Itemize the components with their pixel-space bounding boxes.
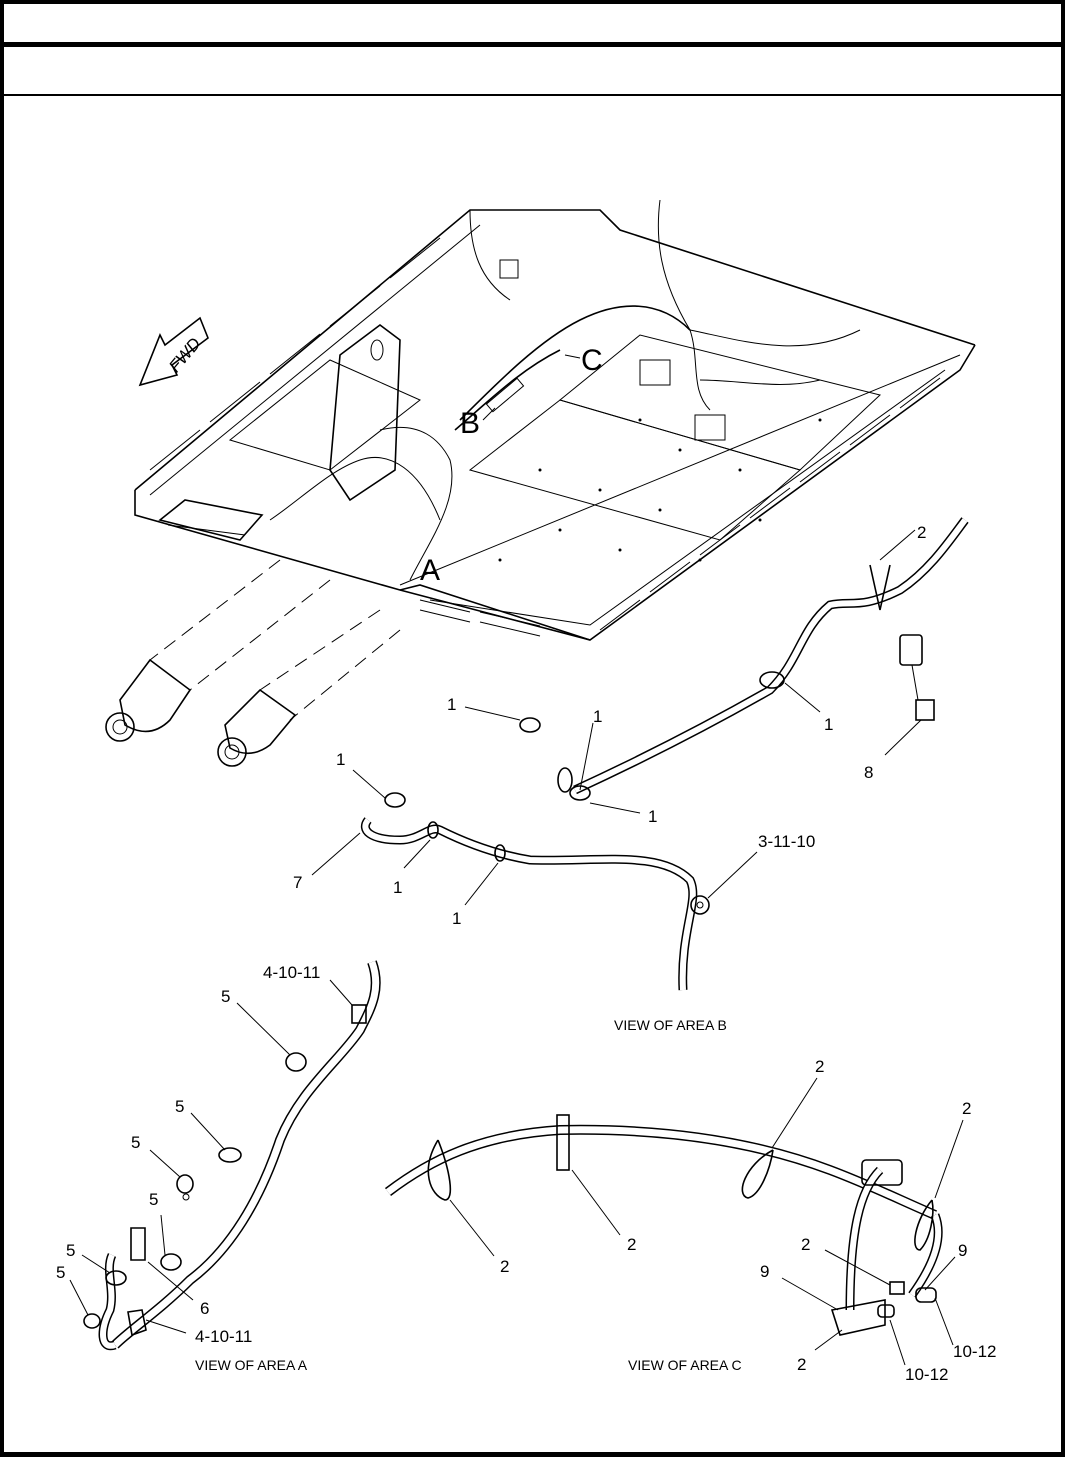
callout-c-10-12b: 10-12 [953,1342,996,1361]
area-marker-b: B [460,407,480,440]
callout-b-7: 7 [293,873,302,892]
callout-a-5d: 5 [149,1190,158,1209]
hydraulic-cylinders [105,559,401,767]
callout-b-1g: 1 [452,909,461,928]
view-area-a: 4-10-11 5 5 5 5 5 5 6 4-10-11 VIEW OF AR… [56,960,381,1373]
callout-c-10-12a: 10-12 [905,1365,948,1384]
area-marker-a: A [420,554,440,587]
callout-b-8: 8 [864,763,873,782]
callout-a-5e: 5 [66,1241,75,1260]
callout-c-2a: 2 [815,1057,824,1076]
callout-c-2d: 2 [627,1235,636,1254]
machine-frame [134,209,976,641]
callout-c-2c: 2 [500,1257,509,1276]
callout-b-1a: 1 [447,695,456,714]
caption-view-area-a: VIEW OF AREA A [195,1357,308,1373]
area-marker-c: C [581,344,603,377]
callout-a-5b: 5 [175,1097,184,1116]
callout-b-3-11-10: 3-11-10 [758,832,815,851]
callout-b-1f: 1 [393,878,402,897]
header-subtitle-bar [4,47,1061,96]
callout-b-1c: 1 [336,750,345,769]
callout-c-9a: 9 [760,1262,769,1281]
frame-slots [149,237,941,637]
callout-b-1d: 1 [648,807,657,826]
callout-a-4-10-11-bottom: 4-10-11 [195,1327,252,1346]
callout-a-4-10-11-top: 4-10-11 [263,963,320,982]
caption-view-area-b: VIEW OF AREA B [614,1017,727,1033]
callout-a-5f: 5 [56,1263,65,1282]
callout-c-2b: 2 [962,1099,971,1118]
view-area-b: 1 1 1 1 1 1 1 2 7 8 3-11-10 VIEW OF AREA… [293,517,969,1033]
fwd-arrow-icon: FWD [138,316,209,387]
header-title-bar [4,4,1061,47]
main-frame-view: FWD [105,199,976,767]
main-harness [269,199,861,581]
frame-rivets [498,418,822,562]
callout-c-2f: 2 [797,1355,806,1374]
caption-view-area-c: VIEW OF AREA C [628,1357,742,1373]
callout-b-1e: 1 [824,715,833,734]
callout-a-5a: 5 [221,987,230,1006]
callout-a-6: 6 [200,1299,209,1318]
callout-b-2: 2 [917,523,926,542]
callout-a-5c: 5 [131,1133,140,1152]
callout-b-1b: 1 [593,707,602,726]
view-area-c: 2 2 2 2 2 2 9 9 10-12 10-12 VIEW OF AREA… [384,1057,996,1384]
callout-c-9b: 9 [958,1241,967,1260]
callout-c-2e: 2 [801,1235,810,1254]
